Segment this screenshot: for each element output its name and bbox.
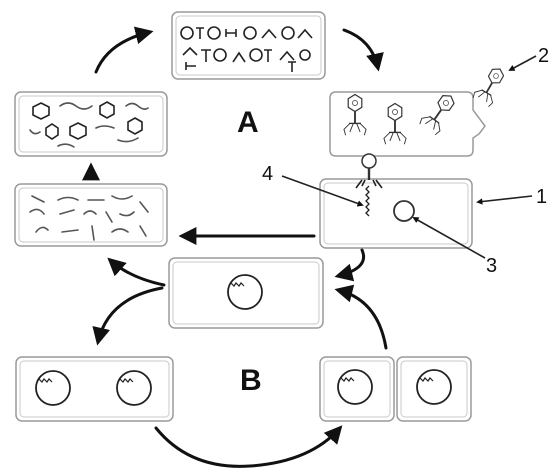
lysogenic-cycle-label: B <box>240 364 262 397</box>
assembly-cell <box>171 11 326 80</box>
infected-cell <box>319 153 473 249</box>
cycle-arrows <box>82 26 388 468</box>
bacterial-chromosome <box>393 200 415 222</box>
callout-4: 4 <box>262 163 273 185</box>
released-phages <box>29 101 149 148</box>
attachment-cell <box>329 88 486 157</box>
callout-2: 2 <box>538 45 549 67</box>
phage-parts <box>180 26 313 72</box>
dividing-cell <box>15 356 174 422</box>
daughter-cells <box>319 356 472 422</box>
phage-head <box>361 153 377 169</box>
replication-cell <box>14 183 168 247</box>
lytic-cycle-label: A <box>237 106 259 139</box>
injected-dna <box>365 185 370 217</box>
callout-lines <box>281 55 537 259</box>
callout-3: 3 <box>486 255 497 277</box>
callout-1: 1 <box>536 186 547 208</box>
lysis-cell <box>14 91 168 157</box>
free-phage <box>470 62 510 109</box>
prophage-cell <box>168 257 324 329</box>
dna-fragments <box>29 195 149 241</box>
